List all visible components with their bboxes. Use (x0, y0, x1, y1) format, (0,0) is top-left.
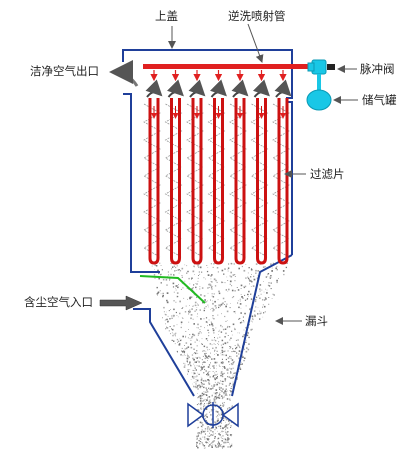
pointer-lines (168, 23, 358, 325)
pointer-backwash-pipe (247, 23, 264, 63)
inlet-baffle (139, 275, 206, 304)
label-pulse-valve: 脉冲阀 (360, 62, 395, 76)
label-clean-air-outlet: 洁净空气出口 (30, 64, 99, 78)
inlet-duct (133, 308, 195, 397)
filter-element (229, 79, 249, 265)
hopper-right-wall (231, 254, 293, 397)
top-cover-outline (122, 49, 293, 99)
pulse-valve (307, 59, 335, 75)
dust-particles (151, 262, 288, 449)
filter-element (143, 79, 163, 265)
label-filter-element: 过滤片 (310, 167, 345, 181)
label-dusty-air-inlet: 含尘空气入口 (24, 295, 93, 309)
label-top-cover: 上盖 (155, 9, 178, 23)
air-tank (306, 89, 332, 111)
label-hopper: 漏斗 (305, 314, 328, 328)
filter-element (272, 79, 292, 265)
discharge-valve (187, 402, 239, 428)
filter-element (207, 79, 227, 265)
filter-element (164, 79, 184, 265)
clean-air-arrow (109, 60, 139, 87)
filter-element (250, 79, 270, 265)
backwash-pipe (143, 64, 315, 69)
label-air-tank: 储气罐 (362, 93, 397, 107)
filter-element (186, 79, 206, 265)
left-wall (123, 93, 160, 273)
jet-nozzles (150, 70, 287, 82)
inlet-arrow (99, 295, 143, 311)
label-backwash-pipe: 逆洗喷射管 (228, 9, 286, 23)
filter-elements (143, 79, 292, 265)
